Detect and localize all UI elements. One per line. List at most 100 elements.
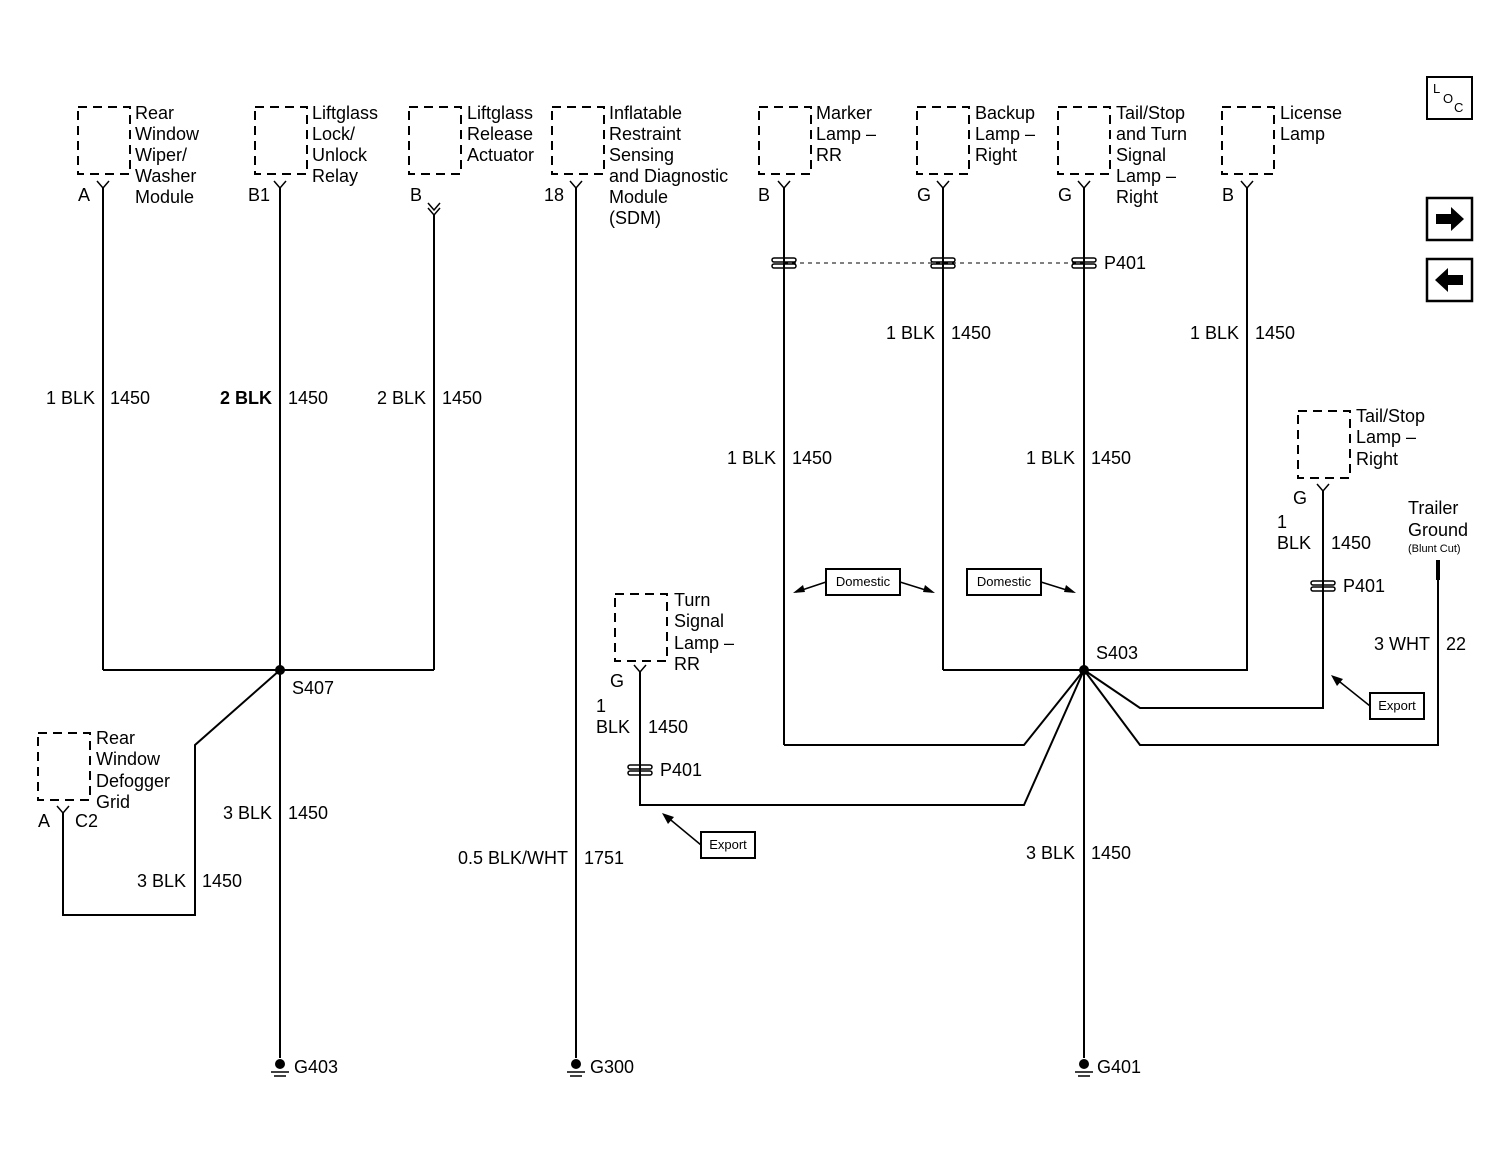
wires-left-group	[62, 188, 435, 1058]
svg-text:G: G	[1293, 488, 1307, 508]
svg-text:1450: 1450	[648, 717, 688, 737]
svg-text:1 BLK: 1 BLK	[46, 388, 95, 408]
ground-g403: G403	[271, 1057, 338, 1077]
svg-text:G: G	[917, 185, 931, 205]
svg-text:Tail/Stop: Tail/Stop	[1356, 406, 1425, 426]
svg-text:B1: B1	[248, 185, 270, 205]
svg-text:B: B	[410, 185, 422, 205]
component-sdm: Inflatable Restraint Sensing and Diagnos…	[551, 103, 728, 228]
ground-g401: G401	[1075, 1057, 1141, 1077]
svg-text:License: License	[1280, 103, 1342, 123]
svg-text:Lamp –: Lamp –	[816, 124, 876, 144]
svg-text:Restraint: Restraint	[609, 124, 681, 144]
svg-text:Release: Release	[467, 124, 533, 144]
splice-dot	[1079, 665, 1089, 675]
svg-text:Domestic: Domestic	[836, 574, 891, 589]
wires-right-group	[639, 188, 1439, 1058]
svg-text:1: 1	[1277, 512, 1287, 532]
svg-text:1450: 1450	[288, 388, 328, 408]
svg-text:2 BLK: 2 BLK	[377, 388, 426, 408]
svg-text:Module: Module	[135, 187, 194, 207]
svg-text:Lamp –: Lamp –	[674, 633, 734, 653]
note-export-1: Export	[1331, 675, 1425, 720]
svg-text:Right: Right	[975, 145, 1017, 165]
svg-text:1450: 1450	[1331, 533, 1371, 553]
svg-text:Lamp –: Lamp –	[1116, 166, 1176, 186]
svg-text:1450: 1450	[442, 388, 482, 408]
component-rear-defogger-grid: Rear Window Defogger Grid	[37, 728, 170, 812]
svg-text:18: 18	[544, 185, 564, 205]
p401-turn-signal-connector	[627, 764, 653, 776]
svg-text:Export: Export	[709, 837, 747, 852]
svg-text:Window: Window	[96, 749, 161, 769]
svg-text:Module: Module	[609, 187, 668, 207]
svg-text:Trailer: Trailer	[1408, 498, 1458, 518]
svg-text:B: B	[1222, 185, 1234, 205]
p401-marker-connector	[771, 257, 797, 269]
svg-text:3 WHT: 3 WHT	[1374, 634, 1430, 654]
svg-text:Actuator: Actuator	[467, 145, 534, 165]
svg-text:Grid: Grid	[96, 792, 130, 812]
component-license-lamp: License Lamp	[1221, 103, 1342, 175]
svg-text:1: 1	[596, 696, 606, 716]
svg-text:Backup: Backup	[975, 103, 1035, 123]
svg-text:Liftglass: Liftglass	[467, 103, 533, 123]
forward-button[interactable]	[1425, 196, 1474, 242]
component-backup-lamp-right: Backup Lamp – Right	[916, 103, 1035, 175]
wire-labels: 1 BLK 1450 2 BLK 1450 2 BLK 1450 3 BLK 1…	[46, 323, 1466, 891]
component-turn-signal-lamp-rr: Turn Signal Lamp – RR	[614, 590, 734, 674]
component-label: Rear	[135, 103, 174, 123]
ground-label: G300	[590, 1057, 634, 1077]
svg-text:1450: 1450	[1255, 323, 1295, 343]
note-domestic-1: Domestic	[793, 568, 935, 596]
svg-text:1751: 1751	[584, 848, 624, 868]
svg-text:3 BLK: 3 BLK	[1026, 843, 1075, 863]
svg-text:1450: 1450	[1091, 843, 1131, 863]
svg-text:1 BLK: 1 BLK	[1190, 323, 1239, 343]
svg-text:Domestic: Domestic	[977, 574, 1032, 589]
svg-text:Right: Right	[1116, 187, 1158, 207]
svg-text:Liftglass: Liftglass	[312, 103, 378, 123]
pin-labels: A B1 B 18 B G G B G G A C2	[38, 185, 1307, 831]
svg-text:0.5 BLK/WHT: 0.5 BLK/WHT	[458, 848, 568, 868]
svg-text:Unlock: Unlock	[312, 145, 368, 165]
note-domestic-2: Domestic	[966, 568, 1076, 596]
connector-label: P401	[1343, 576, 1385, 596]
splice-dot	[275, 665, 285, 675]
svg-text:B: B	[758, 185, 770, 205]
svg-text:and Diagnostic: and Diagnostic	[609, 166, 728, 186]
p401-tail-stop-connector	[1310, 580, 1336, 592]
svg-text:C2: C2	[75, 811, 98, 831]
ground-label: G401	[1097, 1057, 1141, 1077]
p401-tail-turn-connector	[1071, 257, 1097, 269]
back-button[interactable]	[1425, 257, 1474, 303]
component-liftglass-release-actuator: Liftglass Release Actuator	[408, 103, 534, 175]
svg-text:1450: 1450	[792, 448, 832, 468]
component-trailer-ground: Trailer Ground (Blunt Cut)	[1408, 498, 1468, 580]
svg-text:Washer: Washer	[135, 166, 196, 186]
svg-text:A: A	[38, 811, 50, 831]
svg-text:Relay: Relay	[312, 166, 358, 186]
svg-text:1 BLK: 1 BLK	[886, 323, 935, 343]
svg-text:Tail/Stop: Tail/Stop	[1116, 103, 1185, 123]
svg-text:Right: Right	[1356, 449, 1398, 469]
svg-text:Turn: Turn	[674, 590, 710, 610]
connector-label: P401	[660, 760, 702, 780]
svg-text:Lock/: Lock/	[312, 124, 355, 144]
svg-text:RR: RR	[674, 654, 700, 674]
ground-g300: G300	[567, 1057, 634, 1077]
svg-text:Rear: Rear	[96, 728, 135, 748]
svg-text:(SDM): (SDM)	[609, 208, 661, 228]
svg-text:1450: 1450	[110, 388, 150, 408]
right-arrow-icon	[1436, 207, 1464, 231]
p401-backup-connector	[930, 257, 956, 269]
svg-text:3 BLK: 3 BLK	[137, 871, 186, 891]
svg-text:and Turn: and Turn	[1116, 124, 1187, 144]
component-tail-stop-lamp-right: Tail/Stop Lamp – Right	[1297, 406, 1425, 479]
loc-button[interactable]: L O C	[1426, 76, 1473, 120]
svg-text:Lamp –: Lamp –	[975, 124, 1035, 144]
inline-connectors: P401 P401 P401	[627, 253, 1385, 780]
svg-text:3 BLK: 3 BLK	[223, 803, 272, 823]
svg-text:A: A	[78, 185, 90, 205]
